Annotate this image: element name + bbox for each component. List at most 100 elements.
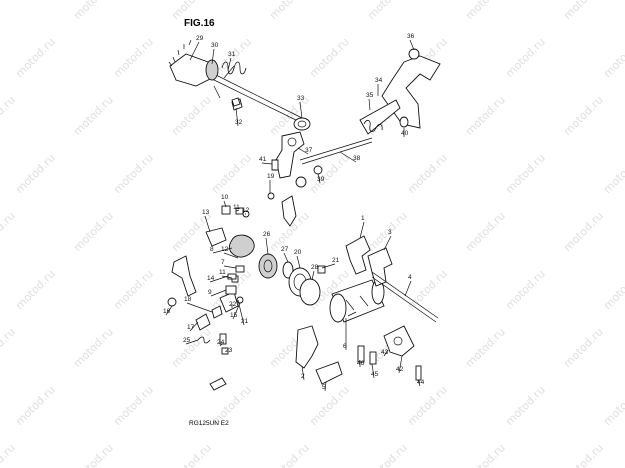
part-number-label: 46 bbox=[357, 360, 365, 367]
leader-line bbox=[223, 252, 239, 259]
part-number-label: 24 bbox=[217, 339, 225, 346]
shift-arm bbox=[275, 131, 305, 179]
part-number-label: 32 bbox=[235, 119, 243, 126]
part-number-label: 45 bbox=[371, 371, 379, 378]
watermark-text: motod.ru bbox=[561, 325, 606, 370]
watermark-text: motod.ru bbox=[111, 35, 156, 80]
leader-line bbox=[209, 275, 229, 283]
part-number-label: 38 bbox=[353, 155, 361, 162]
watermark-text: motod.ru bbox=[71, 0, 116, 22]
part-number-label: 13 bbox=[202, 209, 210, 216]
part-number-label: 20 bbox=[294, 249, 302, 256]
watermark-text: motod.ru bbox=[463, 209, 508, 254]
part-number-label: 31 bbox=[228, 51, 236, 58]
part-number-label: 15 bbox=[230, 312, 238, 319]
watermark-text: motod.ru bbox=[601, 35, 625, 80]
leader-line bbox=[189, 321, 199, 332]
part-number-label: 12 bbox=[221, 246, 229, 253]
shift-fork-1 bbox=[345, 235, 371, 275]
pin-13 bbox=[205, 227, 227, 247]
watermark-text: motod.ru bbox=[0, 441, 18, 468]
shift-drum-group bbox=[295, 235, 439, 385]
part-number-label: 22 bbox=[229, 301, 237, 308]
shift-fork-2 bbox=[295, 325, 319, 369]
drum-stopper-plate bbox=[383, 325, 415, 357]
part-number-label: 5 bbox=[322, 384, 326, 391]
screw-45 bbox=[369, 351, 377, 365]
front-arrow-icon bbox=[209, 377, 227, 391]
watermark-text: motod.ru bbox=[267, 441, 312, 468]
watermark-text: motod.ru bbox=[561, 441, 606, 468]
leader-line bbox=[404, 280, 412, 297]
part-number-label: 42 bbox=[396, 366, 404, 373]
watermark-text: motod.ru bbox=[405, 151, 450, 196]
drum-bearing-group bbox=[258, 253, 326, 306]
watermark-text: motod.ru bbox=[13, 35, 58, 80]
part-number-label: 11 bbox=[233, 204, 240, 211]
leader-line bbox=[297, 147, 309, 155]
part-number-label: 23 bbox=[225, 347, 233, 354]
watermark-text: motod.ru bbox=[209, 151, 254, 196]
plate-28 bbox=[299, 278, 321, 306]
figure-title: FIG.16 bbox=[184, 18, 215, 29]
leader-line bbox=[339, 151, 357, 163]
leader-line bbox=[311, 270, 315, 281]
watermark-text: motod.ru bbox=[13, 267, 58, 312]
stopper-plate-19 bbox=[281, 195, 297, 227]
part-number-label: 30 bbox=[211, 42, 219, 49]
spring-25 bbox=[197, 336, 211, 344]
watermark-text: motod.ru bbox=[267, 93, 312, 138]
watermark-text: motod.ru bbox=[169, 325, 214, 370]
part-number-label: 4 bbox=[408, 274, 412, 281]
shift-arm-assembly bbox=[231, 97, 323, 188]
pedal-pivot bbox=[408, 48, 420, 60]
part-number-label: 40 bbox=[401, 130, 409, 137]
watermark-text: motod.ru bbox=[405, 383, 450, 428]
watermark-text: motod.ru bbox=[169, 93, 214, 138]
leader-line bbox=[324, 381, 327, 392]
watermark-text: motod.ru bbox=[601, 151, 625, 196]
leader-line bbox=[219, 343, 223, 347]
leader-line bbox=[221, 275, 233, 279]
part-number-label: 2 bbox=[301, 373, 305, 380]
part-number-label: 28 bbox=[311, 264, 319, 271]
leader-line bbox=[235, 107, 239, 127]
part-number-label: 27 bbox=[281, 246, 289, 253]
leader-line bbox=[212, 247, 233, 254]
leader-line bbox=[204, 215, 211, 233]
leader-line bbox=[232, 302, 241, 320]
bolt-44 bbox=[415, 365, 422, 381]
part-number-label: 26 bbox=[263, 231, 271, 238]
part-number-label: 1 bbox=[361, 215, 365, 222]
leader-line bbox=[321, 263, 336, 269]
watermark-text: motod.ru bbox=[503, 35, 548, 80]
watermark-text: motod.ru bbox=[169, 441, 214, 468]
part-number-label: 37 bbox=[305, 147, 313, 154]
watermark-text: motod.ru bbox=[405, 267, 450, 312]
leader-line bbox=[383, 349, 389, 357]
watermark-text: motod.ru bbox=[463, 325, 508, 370]
part-number-label: 6 bbox=[343, 343, 347, 350]
part-number-label: 19 bbox=[267, 173, 275, 180]
watermark-text: motod.ru bbox=[307, 151, 352, 196]
watermark-text: motod.ru bbox=[111, 383, 156, 428]
watermark-text: motod.ru bbox=[307, 383, 352, 428]
gear-26 bbox=[258, 253, 278, 279]
watermark-text: motod.ru bbox=[503, 151, 548, 196]
leader-line bbox=[299, 101, 303, 119]
part-number-label: 29 bbox=[196, 35, 204, 42]
watermark-text: motod.ru bbox=[13, 151, 58, 196]
watermark-text: motod.ru bbox=[71, 209, 116, 254]
part-number-label: 18 bbox=[184, 296, 192, 303]
watermark-text: motod.ru bbox=[463, 93, 508, 138]
watermark-text: motod.ru bbox=[0, 93, 18, 138]
watermark-text: motod.ru bbox=[307, 35, 352, 80]
watermark-text: motod.ru bbox=[601, 383, 625, 428]
leader-line bbox=[301, 365, 305, 381]
leader-line bbox=[223, 265, 237, 269]
watermark-text: motod.ru bbox=[13, 383, 58, 428]
leader-line bbox=[383, 235, 392, 251]
part-number-label: 36 bbox=[407, 33, 415, 40]
rod-end-ball bbox=[295, 176, 307, 188]
